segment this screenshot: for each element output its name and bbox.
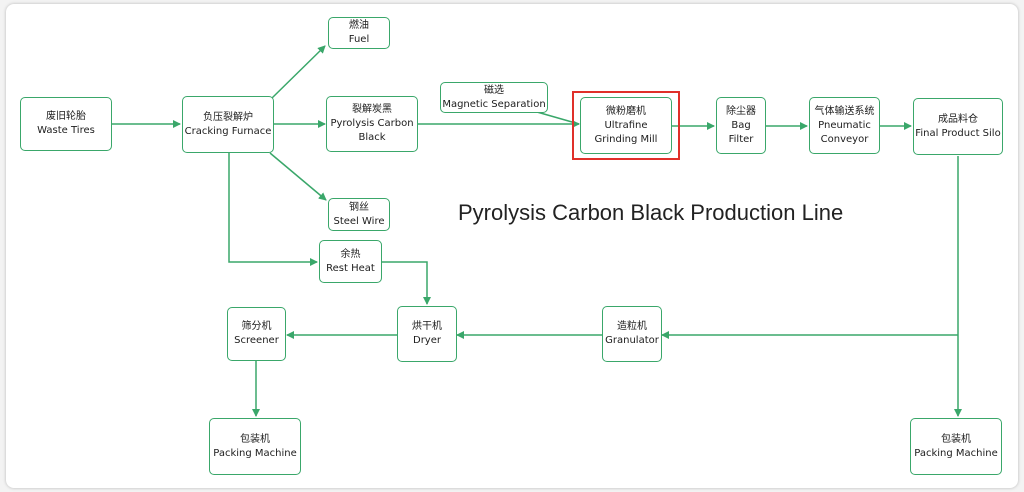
node-zh-label: 包装机 <box>240 433 270 445</box>
node-en-label: Cracking Furnace <box>184 125 272 137</box>
node-zh-label: 磁选 <box>484 84 504 96</box>
node-ultrafine-grinding-mill: 微粉磨机 Ultrafine Grinding Mill <box>580 97 672 154</box>
node-zh-label: 成品料仓 <box>938 113 978 125</box>
node-rest-heat: 余热 Rest Heat <box>319 240 382 283</box>
node-cracking-furnace: 负压裂解炉 Cracking Furnace <box>182 96 274 153</box>
node-zh-label: 裂解炭黑 <box>352 104 392 115</box>
node-pyrolysis-carbon-black: 裂解炭黑 Pyrolysis Carbon Black <box>326 96 418 152</box>
node-zh-label: 废旧轮胎 <box>46 111 86 122</box>
node-zh-label: 筛分机 <box>241 321 272 332</box>
node-en-label: Packing Machine <box>914 447 998 459</box>
node-en-label: Fuel <box>348 34 370 45</box>
node-packing-machine-right: 包装机 Packing Machine <box>910 418 1002 475</box>
node-bag-filter: 除尘器 Bag Filter <box>716 97 766 154</box>
edge-furnace-to-steel-wire <box>269 152 327 201</box>
highlight-box <box>572 91 680 160</box>
diagram-title: Pyrolysis Carbon Black Production Line <box>458 200 844 225</box>
node-granulator: 造粒机 Granulator <box>602 306 662 362</box>
node-zh-label: 钢丝 <box>349 201 369 213</box>
node-steel-wire: 钢丝 Steel Wire <box>328 198 390 231</box>
node-zh-label: 负压裂解炉 <box>203 111 253 123</box>
edge-furnace-to-fuel <box>271 45 326 99</box>
node-dryer: 烘干机 Dryer <box>397 306 457 362</box>
edge-furnace-to-rest-heat <box>228 153 318 266</box>
node-en-label-line1: Ultrafine <box>604 119 648 131</box>
node-zh-label: 除尘器 <box>726 105 756 117</box>
node-en-label-line1: Pyrolysis Carbon <box>330 118 414 129</box>
node-en-label-line2: Grinding Mill <box>594 133 658 145</box>
node-waste-tires: 废旧轮胎 Waste Tires <box>20 97 112 151</box>
node-packing-machine-left: 包装机 Packing Machine <box>209 418 301 475</box>
node-screener: 筛分机 Screener <box>227 307 286 361</box>
node-en-label: Granulator <box>605 335 659 346</box>
node-fuel: 燃油 Fuel <box>328 17 390 49</box>
node-en-label: Steel Wire <box>333 215 385 227</box>
node-en-label: Waste Tires <box>37 125 95 136</box>
edge-rest-heat-to-dryer <box>382 261 431 305</box>
node-en-label-line2: Filter <box>728 133 754 145</box>
node-zh-label: 微粉磨机 <box>606 105 646 117</box>
node-en-label: Dryer <box>413 335 441 346</box>
node-en-label-line2: Black <box>358 132 386 143</box>
node-en-label: Screener <box>234 335 279 346</box>
node-en-label: Rest Heat <box>326 262 375 274</box>
node-zh-label: 烘干机 <box>412 321 442 332</box>
node-zh-label: 余热 <box>340 248 361 260</box>
node-magnetic-separation: 磁选 Magnetic Separation <box>440 82 548 113</box>
node-en-label: Final Product Silo <box>915 127 1001 139</box>
node-en-label: Packing Machine <box>213 447 297 459</box>
node-en-label-line1: Bag <box>731 119 751 131</box>
node-zh-label: 气体输送系统 <box>814 105 875 117</box>
node-zh-label: 燃油 <box>349 20 369 31</box>
node-zh-label: 造粒机 <box>617 321 647 332</box>
node-en-label: Magnetic Separation <box>442 98 546 110</box>
node-zh-label: 包装机 <box>941 433 971 445</box>
node-final-product-silo: 成品料仓 Final Product Silo <box>913 98 1003 155</box>
node-en-label-line1: Pneumatic <box>818 119 871 131</box>
node-pneumatic-conveyor: 气体输送系统 Pneumatic Conveyor <box>809 97 880 154</box>
node-en-label-line2: Conveyor <box>820 133 869 145</box>
